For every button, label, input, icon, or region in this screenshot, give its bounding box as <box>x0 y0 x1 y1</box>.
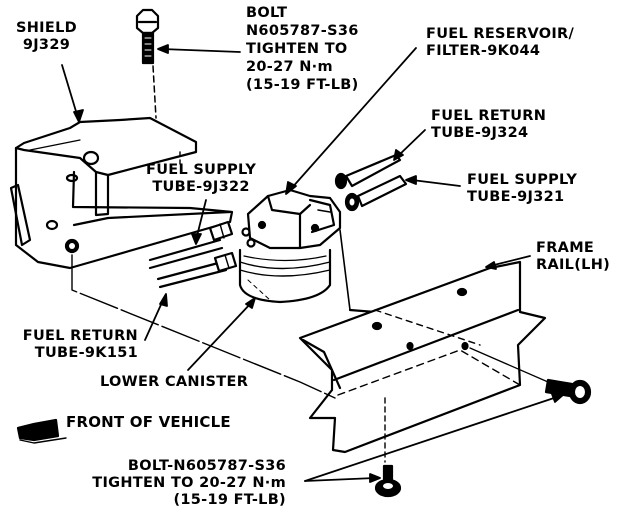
fuel-return-tube-9j324-label: FUEL RETURN TUBE-9J324 <box>431 108 547 141</box>
shield-bracket <box>9 116 234 270</box>
lower-canister-label: LOWER CANISTER <box>100 374 249 390</box>
fuel-supply-tube-9j322-label: FUEL SUPPLY TUBE-9J322 <box>146 162 257 195</box>
fuel-return-tube-9k151-label: FUEL RETURN TUBE-9K151 <box>22 328 138 361</box>
bottom-bolt <box>374 464 402 498</box>
shield-label: SHIELD 9J329 <box>16 20 77 53</box>
top-bolt <box>135 8 160 119</box>
top-bolt-label: BOLT N605787-S36 TIGHTEN TO 20-27 N·m (1… <box>246 5 359 93</box>
frame-rail-lh-label: FRAME RAIL(LH) <box>536 240 611 273</box>
front-of-vehicle-arrow-icon <box>16 418 67 444</box>
frame-rail <box>298 260 547 463</box>
fuel-reservoir-filter-label: FUEL RESERVOIR/ FILTER-9K044 <box>426 26 575 59</box>
frame-side-bolt <box>469 347 592 405</box>
front-of-vehicle-label: FRONT OF VEHICLE <box>66 413 231 431</box>
leader-lines <box>61 44 564 483</box>
bottom-bolt-label: BOLT-N605787-S36 TIGHTEN TO 20-27 N·m (1… <box>92 458 286 508</box>
fuel-supply-tube-9j321-label: FUEL SUPPLY TUBE-9J321 <box>467 172 578 205</box>
right-fuel-tubes <box>334 153 408 212</box>
left-fuel-tubes <box>148 220 238 289</box>
fuel-reservoir-filter <box>238 188 377 314</box>
